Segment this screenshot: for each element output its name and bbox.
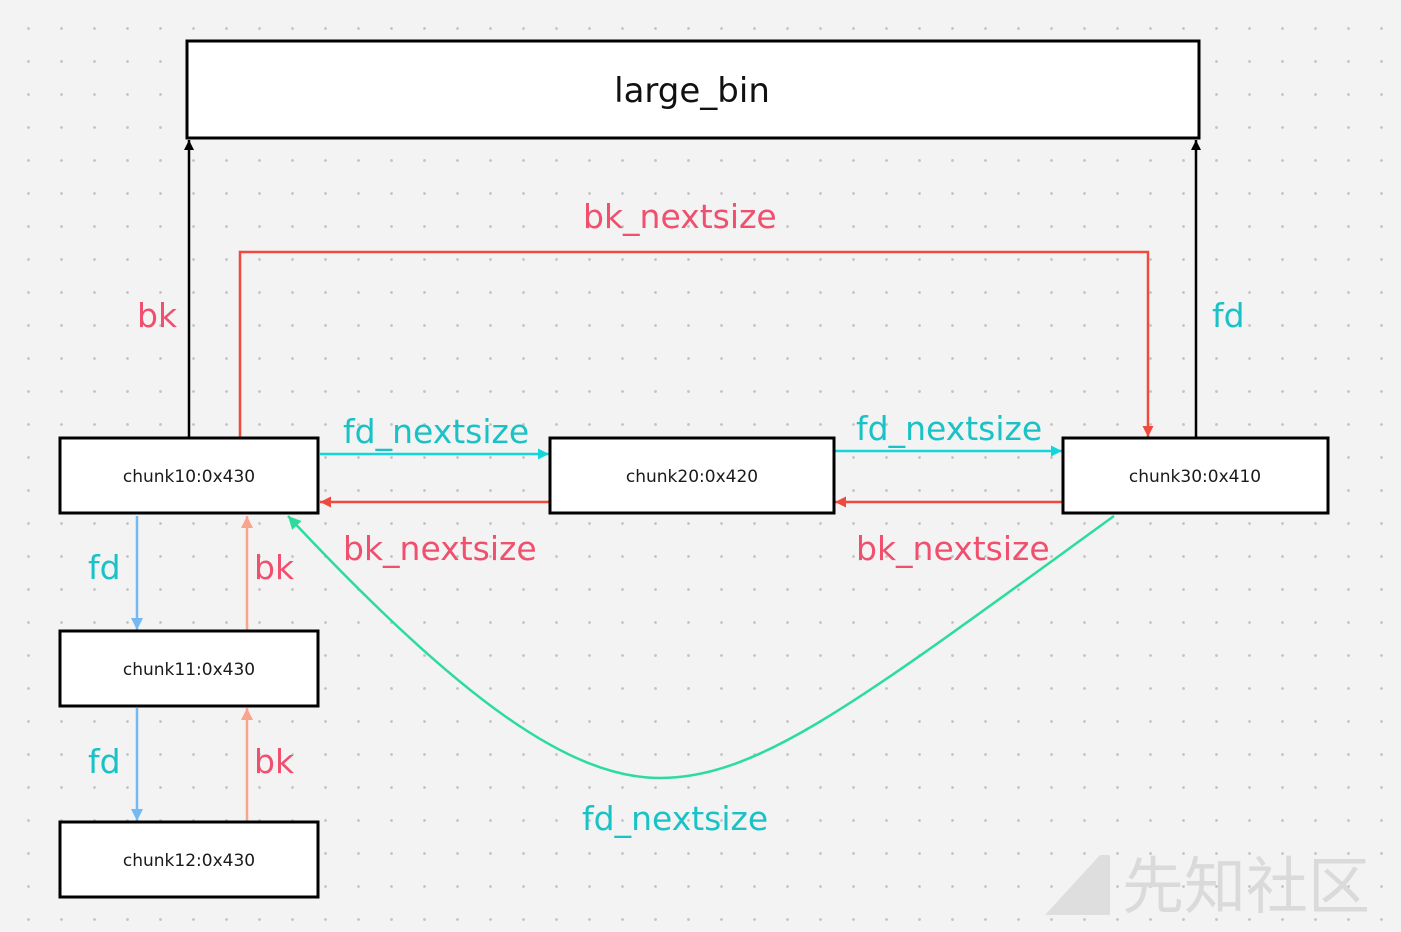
watermark-text: 先知社区 — [1122, 850, 1370, 923]
fd-nextsize-label-20-30: fd_nextsize — [856, 409, 1042, 448]
large-bin-box: large_bin — [185, 39, 1201, 140]
chunk30-label: chunk30:0x410 — [1129, 467, 1261, 487]
chunk10-box: chunk10:0x430 — [58, 436, 320, 515]
watermark: 先知社区 — [1045, 850, 1370, 923]
chunk10-label: chunk10:0x430 — [123, 467, 255, 487]
fd-nextsize-arrow-chunk30-to-chunk10 — [287, 514, 1115, 780]
large-bin-title: large_bin — [614, 71, 770, 111]
bk-label-12-11: bk — [254, 742, 295, 781]
chunk12-label: chunk12:0x430 — [123, 851, 255, 871]
fd-label-11-12: fd — [88, 742, 121, 781]
chunk12-box: chunk12:0x430 — [58, 820, 320, 899]
watermark-logo-icon — [1045, 855, 1110, 915]
chunk20-box: chunk20:0x420 — [548, 436, 836, 515]
fd-label-top: fd — [1212, 296, 1245, 335]
chunk20-label: chunk20:0x420 — [626, 467, 758, 487]
chunk30-box: chunk30:0x410 — [1061, 436, 1330, 515]
edge-labels: bk fd bk_nextsize fd_nextsize fd_nextsiz… — [88, 197, 1245, 838]
bk-nextsize-arrow-chunk10-to-chunk30 — [238, 250, 1154, 437]
bk-nextsize-label-20-10: bk_nextsize — [343, 529, 537, 568]
bk-label-11-10: bk — [254, 548, 295, 587]
bk-nextsize-label-30-20: bk_nextsize — [856, 529, 1050, 568]
connectors — [131, 140, 1201, 821]
fd-nextsize-label-10-20: fd_nextsize — [343, 412, 529, 451]
chunk11-label: chunk11:0x430 — [123, 660, 255, 680]
fd-nextsize-label-30-10: fd_nextsize — [582, 799, 768, 838]
bk-label-top: bk — [137, 296, 178, 335]
bk-nextsize-label-top: bk_nextsize — [583, 197, 777, 236]
chunk11-box: chunk11:0x430 — [58, 629, 320, 708]
fd-label-10-11: fd — [88, 548, 121, 587]
